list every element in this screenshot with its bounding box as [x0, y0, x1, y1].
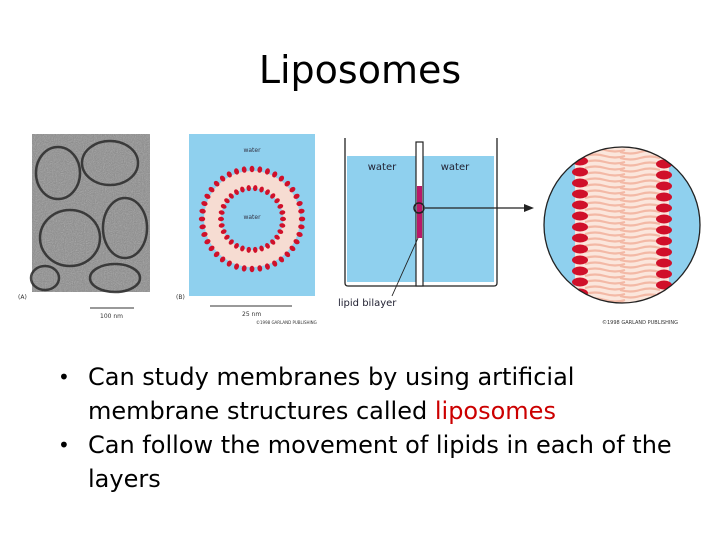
panel-a-scale: 100 nm: [100, 313, 123, 320]
lipid-ring: [198, 165, 306, 273]
bullet-2-text: Can follow the movement of lipids in eac…: [88, 431, 672, 493]
panel-c-caption: lipid bilayer: [338, 298, 397, 309]
panel-c-right-water: water: [441, 162, 470, 173]
bullet-1-text: Can study membranes by using artificial …: [88, 363, 575, 425]
panel-b-credit: ©1998 GARLAND PUBLISHING: [256, 320, 317, 325]
bullet-list: • Can study membranes by using artificia…: [58, 360, 698, 496]
bullet-dot: •: [58, 433, 70, 457]
bullet-1-highlight: liposomes: [434, 397, 556, 425]
panel-c-left-water: water: [368, 162, 397, 173]
panel-b-top-label: water: [243, 147, 261, 154]
panel-d-bilayer-zoom: ©1998 GARLAND PUBLISHING: [543, 146, 701, 326]
liposome-figure: (A) 100 nm water water (B) 25 nm ©1998 G…: [18, 134, 701, 326]
bullet-item-2: • Can follow the movement of lipids in e…: [58, 428, 698, 496]
bilayer-lipids: [572, 147, 672, 303]
panel-b-scale: 25 nm: [242, 311, 261, 318]
panel-d-credit: ©1998 GARLAND PUBLISHING: [602, 319, 678, 326]
bullet-item-1: • Can study membranes by using artificia…: [58, 360, 698, 428]
panel-a-label: (A): [18, 294, 27, 301]
bullet-dot: •: [58, 365, 70, 389]
panel-a-micrograph: (A) 100 nm: [18, 134, 150, 320]
panel-b-liposome: water water (B) 25 nm ©1998 GARLAND PUBL…: [176, 134, 317, 325]
panel-b-center-label: water: [243, 214, 261, 221]
panel-c-bilayer-apparatus: water water lipid bilayer: [338, 138, 534, 309]
slide-title: Liposomes: [258, 48, 462, 92]
panel-b-label: (B): [176, 294, 185, 301]
